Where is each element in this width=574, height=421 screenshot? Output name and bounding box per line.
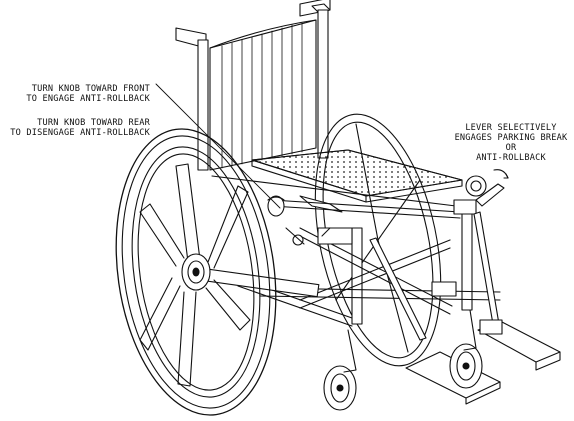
backrest xyxy=(175,0,331,171)
front-casters xyxy=(323,309,483,411)
engage-callout-line-1: TURN KNOB TOWARD FRONT xyxy=(31,84,150,94)
engage-callout: TURN KNOB TOWARD FRONT TO ENGAGE ANTI-RO… xyxy=(26,84,150,104)
knob-leader-line xyxy=(155,83,281,209)
footrests xyxy=(369,211,561,405)
disengage-callout: TURN KNOB TOWARD REAR TO DISENGAGE ANTI-… xyxy=(10,118,150,138)
disengage-callout-line-2: TO DISENGAGE ANTI-ROLLBACK xyxy=(10,128,150,138)
seat xyxy=(251,149,463,213)
lever-callout-line-3: OR xyxy=(505,143,517,153)
anti-rollback-knob xyxy=(267,195,331,246)
frame xyxy=(197,169,509,327)
near-rear-wheel xyxy=(115,128,277,416)
lever-callout: LEVER SELECTIVELY ENGAGES PARKING BREAK … xyxy=(448,123,574,163)
disengage-callout-line-1: TURN KNOB TOWARD REAR xyxy=(37,118,150,128)
lever-callout-line-2: ENGAGES PARKING BREAK xyxy=(454,133,568,143)
engage-callout-line-2: TO ENGAGE ANTI-ROLLBACK xyxy=(26,94,150,104)
lever-callout-line-1: LEVER SELECTIVELY xyxy=(465,123,557,133)
lever-callout-line-4: ANTI-ROLLBACK xyxy=(476,153,546,163)
